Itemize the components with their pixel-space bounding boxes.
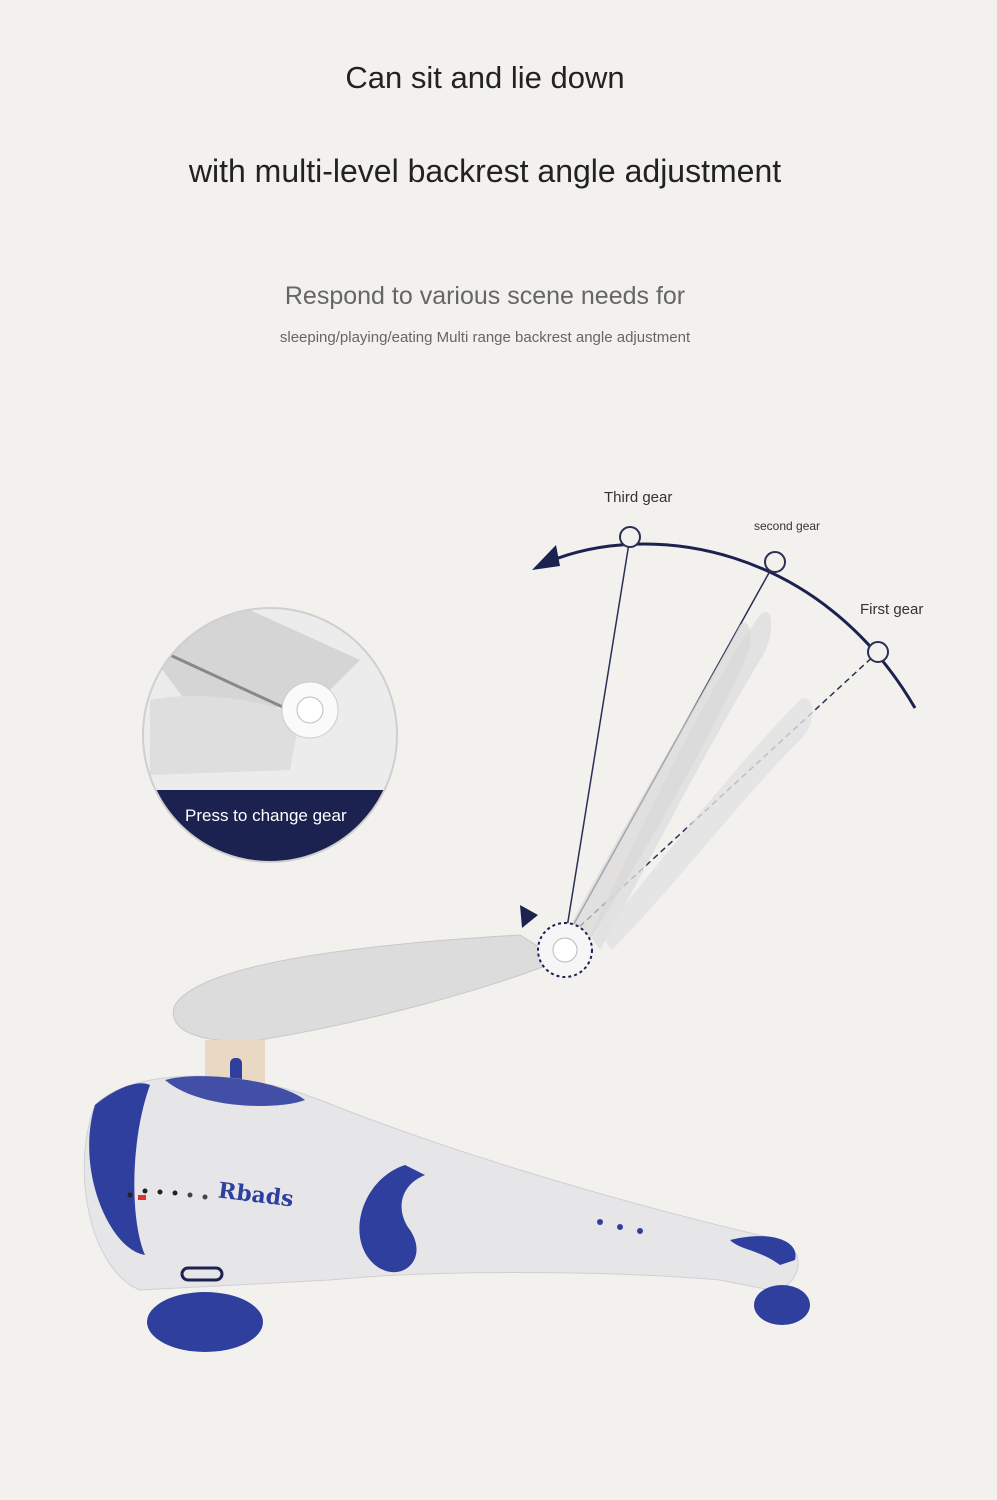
subheadline-line-2: sleeping/playing/eating Multi range back… — [279, 329, 691, 346]
arc-arrow-icon — [532, 545, 560, 570]
seat — [172, 934, 562, 1042]
base — [83, 1075, 799, 1291]
third-gear-label: Third gear — [604, 489, 673, 506]
first-gear-label: First gear — [860, 601, 924, 618]
subheadline-line-1: Respond to various scene needs for — [284, 282, 686, 310]
gear-button-inset — [143, 608, 397, 862]
headline-line-2: with multi-level backrest angle adjustme… — [188, 153, 782, 189]
second-gear-label: second gear — [754, 519, 821, 533]
inset-caption: Press to change gear — [185, 806, 347, 825]
third-gear-marker — [619, 526, 641, 548]
headline-line-1: Can sit and lie down — [345, 60, 625, 95]
second-gear-marker — [764, 551, 786, 573]
first-gear-marker — [867, 641, 889, 663]
